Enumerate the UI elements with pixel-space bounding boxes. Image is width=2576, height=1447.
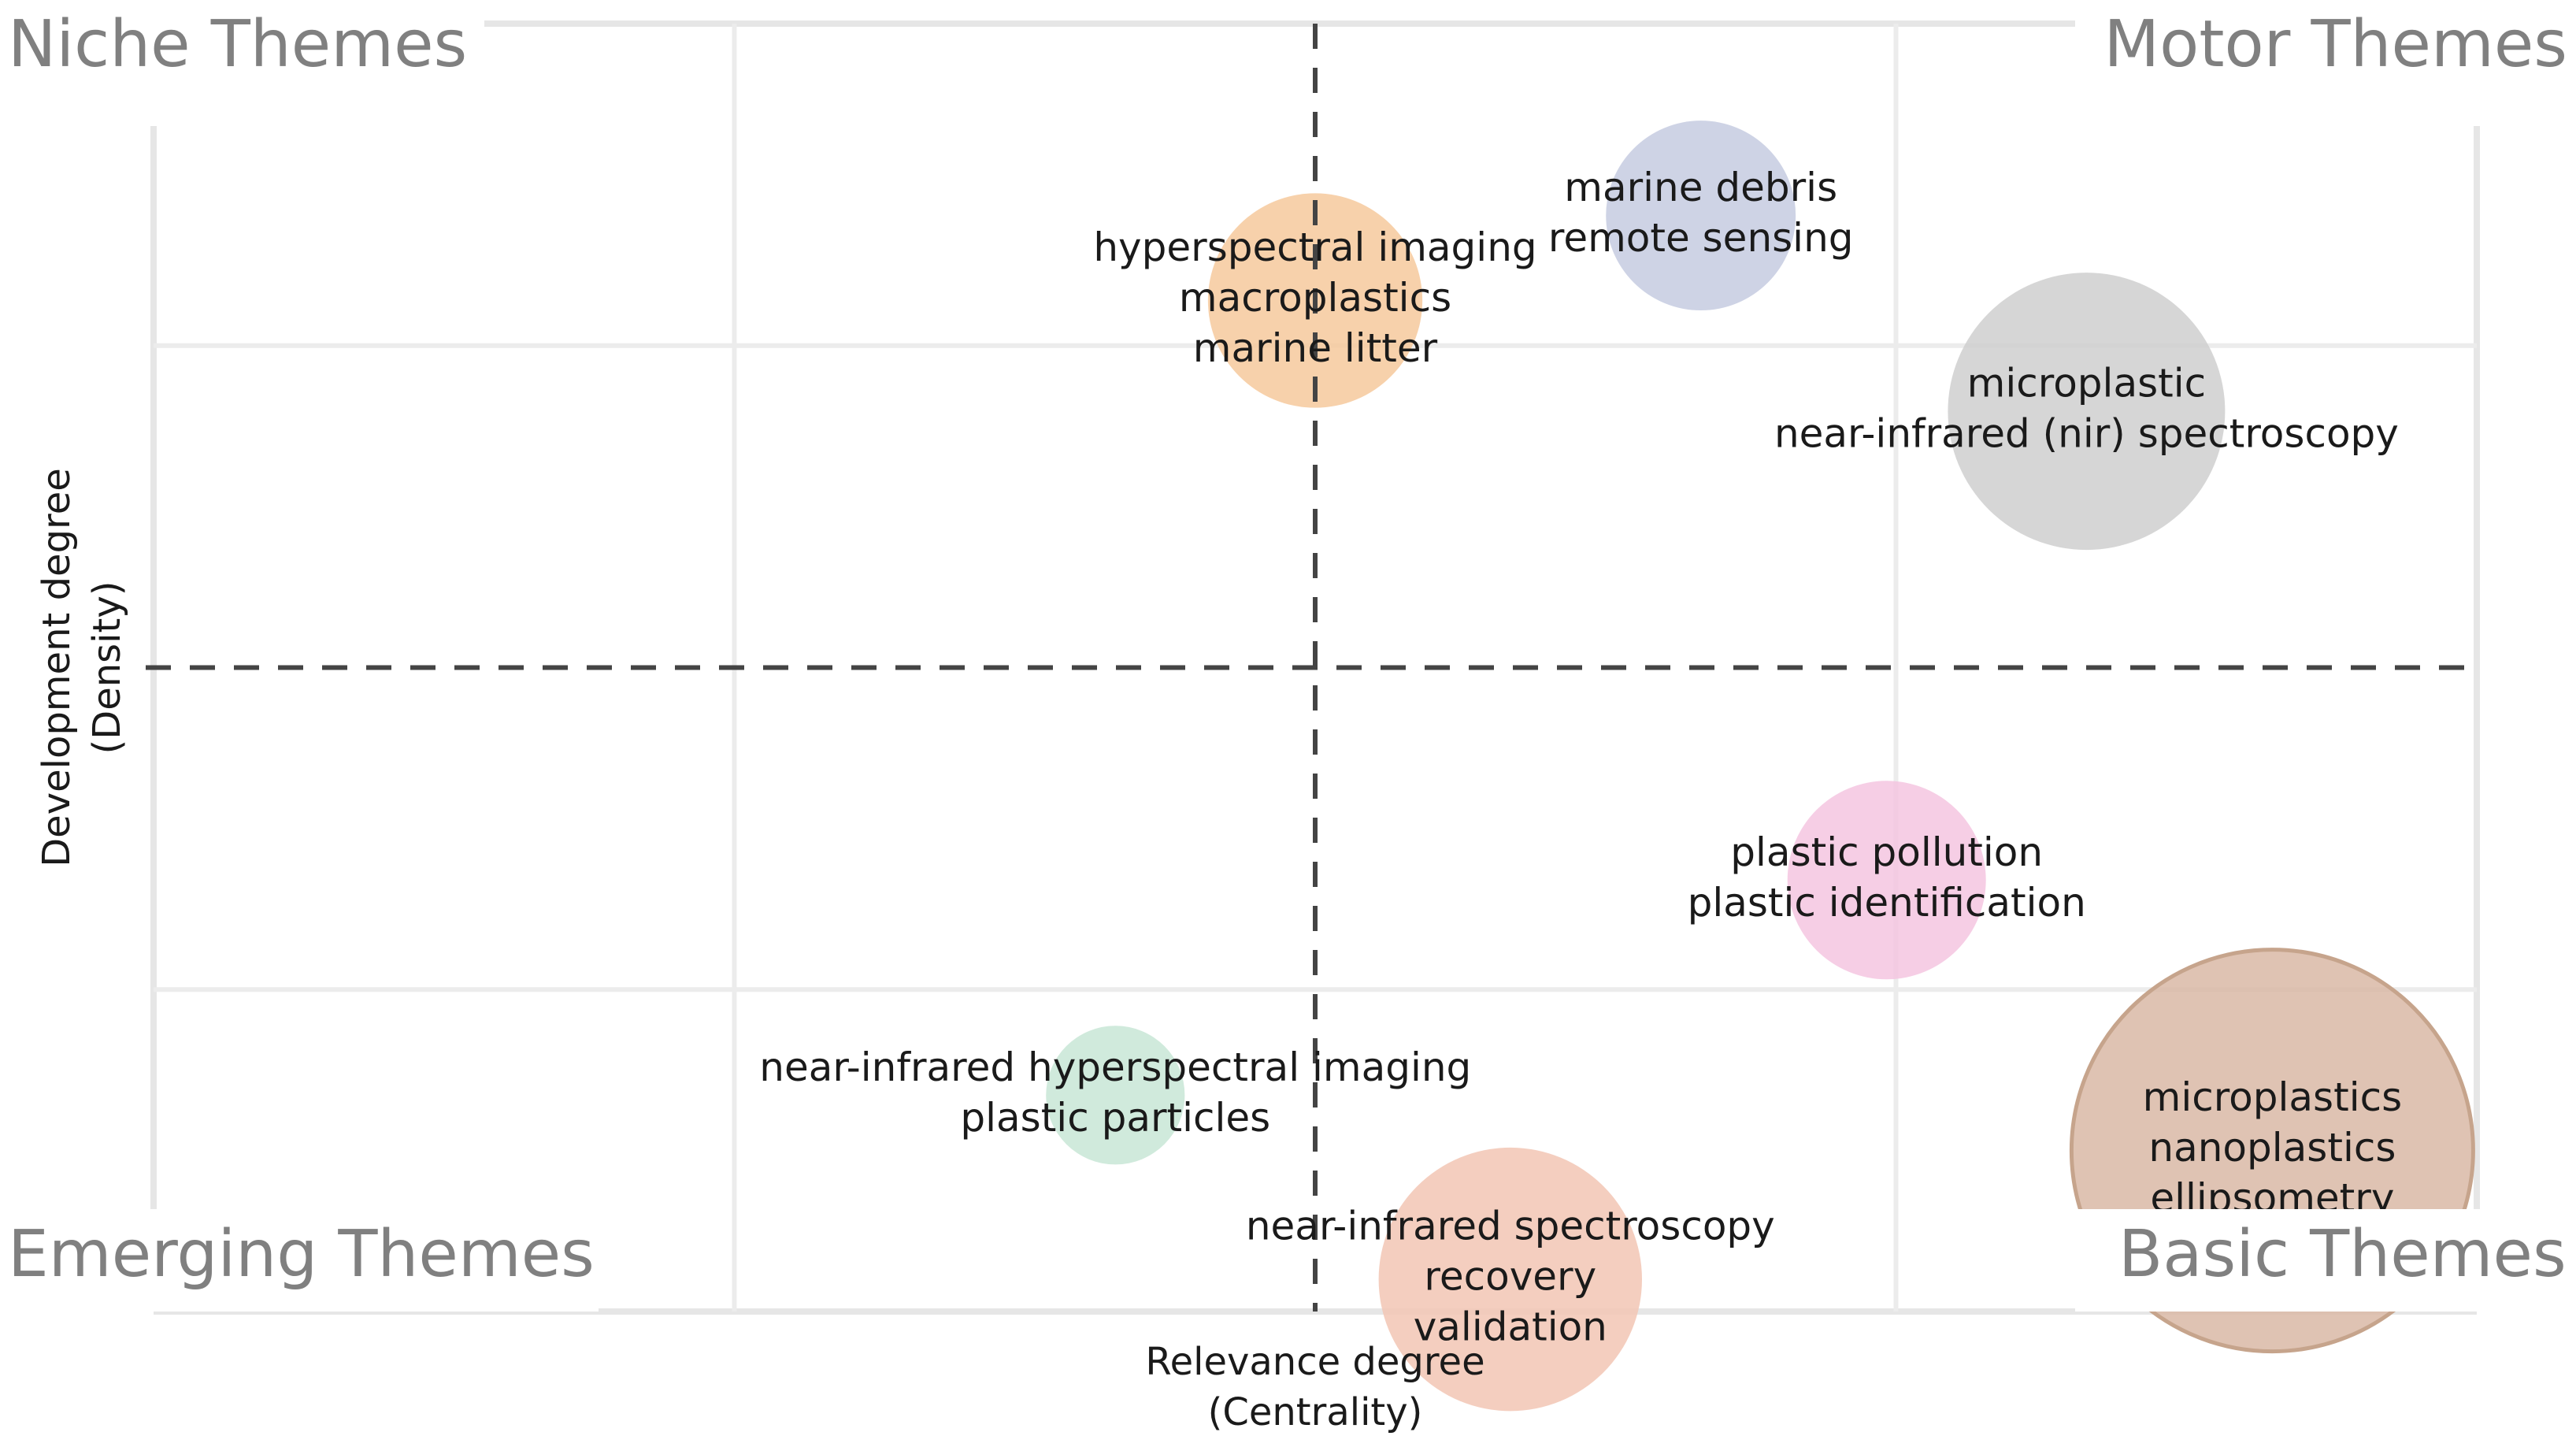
quadrant-title-motor: Motor Themes bbox=[2103, 7, 2567, 82]
bubble-label-3-2: near-infrared (nir) spectroscopy bbox=[1774, 411, 2399, 457]
bubble-label-1-2: remote sensing bbox=[1548, 215, 1854, 261]
bubble-label-7-1: near-infrared spectroscopy bbox=[1246, 1204, 1775, 1249]
mask-bottom-left bbox=[0, 1209, 599, 1312]
bubble-label-7-2: recovery bbox=[1424, 1254, 1596, 1300]
bubble-label-2-2: macroplastics bbox=[1179, 275, 1451, 321]
bubble-label-6-2: nanoplastics bbox=[2148, 1125, 2396, 1171]
x-axis-title-line-2: (Centrality) bbox=[1208, 1390, 1423, 1434]
bubble-3 bbox=[1948, 273, 2226, 551]
mask-top-right bbox=[2075, 0, 2576, 126]
bubble-label-5-1: near-infrared hyperspectral imaging bbox=[759, 1044, 1471, 1090]
mask-top-left bbox=[0, 0, 484, 126]
bubble-label-4-1: plastic pollution bbox=[1730, 829, 2043, 875]
bubble-label-3-1: microplastic bbox=[1967, 361, 2206, 406]
bubble-label-1-1: marine debris bbox=[1564, 165, 1837, 210]
mask-bottom-right bbox=[2075, 1209, 2576, 1312]
bubble-label-7-3: validation bbox=[1414, 1304, 1607, 1350]
bubble-label-4-2: plastic identification bbox=[1688, 880, 2086, 926]
quadrant-title-basic: Basic Themes bbox=[2118, 1217, 2567, 1292]
x-axis-title-line-1: Relevance degree bbox=[1145, 1340, 1484, 1384]
quadrant-title-niche: Niche Themes bbox=[8, 7, 467, 82]
bubble-4 bbox=[1787, 781, 1986, 980]
bubble-label-2-1: hyperspectral imaging bbox=[1093, 224, 1536, 270]
bubble-7 bbox=[1378, 1147, 1642, 1412]
quadrant-title-emerging: Emerging Themes bbox=[8, 1217, 595, 1292]
bubble-1 bbox=[1606, 121, 1796, 311]
bubble-5 bbox=[1046, 1026, 1185, 1165]
bubble-label-5-2: plastic particles bbox=[960, 1095, 1270, 1141]
bubble-label-6-1: microplastics bbox=[2143, 1074, 2403, 1120]
y-axis-title-line-2: (Density) bbox=[85, 581, 129, 755]
y-axis-title-line-1: Development degree bbox=[35, 468, 79, 867]
bubble-label-2-3: marine litter bbox=[1193, 325, 1438, 371]
